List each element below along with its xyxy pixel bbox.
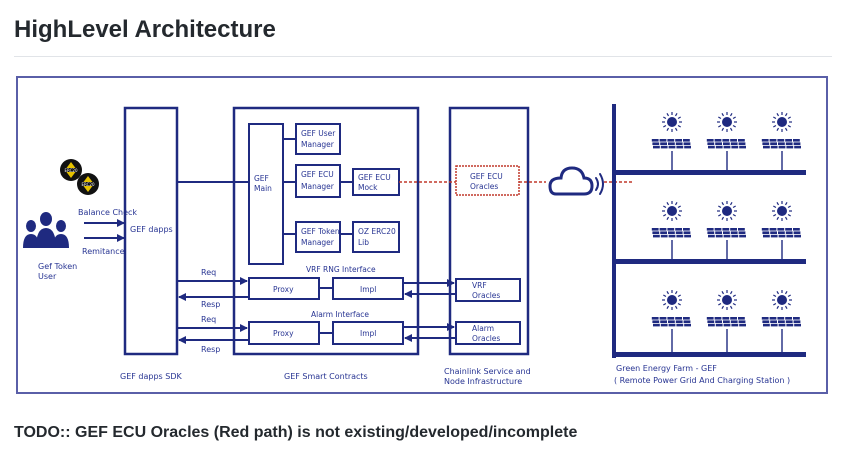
panel-connector [671,151,673,170]
users-icon [23,212,69,248]
architecture-diagram: ERC20 ERC20 Gef Token User Balance Check… [16,76,828,394]
todo-note: TODO:: GEF ECU Oracles (Red path) is not… [14,424,578,441]
gef-dapps-label: GEF dapps [130,225,173,234]
panel-connector [781,240,783,259]
chainlink-box [448,106,530,356]
panel-connector [781,329,783,352]
erc20-coin-icon: ERC20 [60,159,82,181]
diagram-frame [16,76,828,394]
panel-connector [671,240,673,259]
farm-vertical-bus [612,104,616,358]
alarm-impl-box [332,321,404,345]
erc20-coin-icon: ERC20 [77,173,99,195]
user-manager-label: GEF User [301,129,336,138]
ecu-oracles-label: Oracles [470,182,498,191]
title-divider [14,56,832,57]
solar-panel-icon [706,228,746,238]
vrf-oracles-box [455,278,521,302]
panel-connector [671,329,673,352]
vrf-proxy-label: Proxy [273,285,294,294]
resp-label: Resp [201,345,220,354]
erc20-badge-text: ERC20 [65,168,78,173]
panel-connector [781,151,783,170]
solar-panel-icon [761,228,801,238]
erc20-badge-text: ERC20 [82,182,95,187]
user-manager-box [295,123,341,155]
oz-erc20-label: OZ ERC20 [358,227,396,236]
chainlink-caption: Node Infrastructure [444,377,522,386]
solar-panel-icon [761,317,801,327]
oz-erc20-label: Lib [358,238,369,247]
alarm-proxy-label: Proxy [273,329,294,338]
ecu-mock-label: Mock [358,183,378,192]
sun-icon [662,290,682,310]
vrf-oracles-label: Oracles [472,291,500,300]
sun-icon [662,201,682,221]
gef-dapps-sdk-box [123,106,179,356]
ecu-mock-label: GEF ECU [358,173,391,182]
farm-caption: ( Remote Power Grid And Charging Station… [614,376,790,385]
req-label: Req [201,268,216,277]
solar-panel-icon [651,317,691,327]
vrf-interface-label: VRF RNG Interface [306,265,376,274]
panel-connector [726,329,728,352]
sun-icon [717,112,737,132]
alarm-oracles-label: Alarm [472,324,494,333]
solar-panel-icon [706,317,746,327]
token-manager-box [295,221,341,253]
ecu-manager-label: GEF ECU [301,170,334,179]
farm-power-bus [612,170,806,175]
user-label: Gef Token [38,262,77,271]
balance-check-label: Balance Check [78,208,137,217]
green-energy-farm [612,104,806,358]
ecu-manager-label: Manager [301,182,335,191]
gef-main-box [248,123,284,265]
alarm-oracles-box [455,321,521,345]
panel-connector [726,151,728,170]
vrf-impl-box [332,277,404,300]
vrf-impl-label: Impl [360,285,376,294]
alarm-oracles-label: Oracles [472,334,500,343]
farm-caption: Green Energy Farm - GEF [616,364,717,373]
sun-icon [772,290,792,310]
farm-power-bus [612,352,806,357]
solar-panel-icon [651,139,691,149]
sdk-caption: GEF dapps SDK [120,372,182,381]
user-label: User [38,272,57,281]
sun-icon [717,201,737,221]
user-manager-label: Manager [301,140,335,149]
resp-label: Resp [201,300,220,309]
ecu-oracles-label: GEF ECU [470,172,503,181]
oz-erc20-box [352,221,400,253]
sun-icon [772,112,792,132]
page-title: HighLevel Architecture [14,16,276,43]
sun-icon [662,112,682,132]
solar-panel-icon [761,139,801,149]
gef-main-label: GEF [254,174,269,183]
smart-contracts-caption: GEF Smart Contracts [284,372,368,381]
solar-panel-icon [651,228,691,238]
solar-panel-icon [706,139,746,149]
req-label: Req [201,315,216,324]
sun-icon [717,290,737,310]
token-manager-label: GEF Token [301,227,340,236]
smart-contracts-box [232,106,420,356]
ecu-oracles-box [455,165,520,196]
token-manager-label: Manager [301,238,335,247]
gef-main-label: Main [254,184,272,193]
sun-icon [772,201,792,221]
chainlink-caption: Chainlink Service and [444,367,531,376]
panel-connector [726,240,728,259]
remitance-label: Remitance [82,247,125,256]
alarm-impl-label: Impl [360,329,376,338]
cloud-signal-icon [548,166,604,196]
vrf-oracles-label: VRF [472,281,487,290]
farm-power-bus [612,259,806,264]
alarm-interface-label: Alarm Interface [311,310,369,319]
